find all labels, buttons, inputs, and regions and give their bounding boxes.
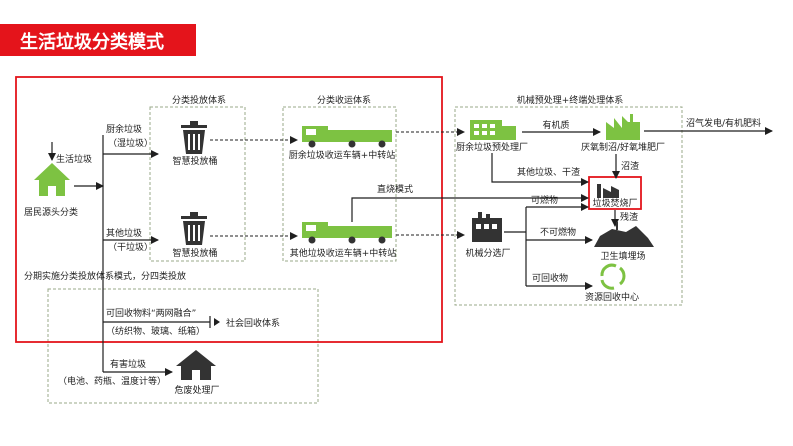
hazardous-facility-label: 危废处理厂 (174, 384, 219, 396)
source-label: 居民源头分类 (24, 206, 78, 218)
waste-label: 生活垃圾 (56, 153, 92, 165)
other-residue-label: 其他垃圾、干渣 (517, 166, 580, 178)
recycle-icon (600, 263, 626, 290)
noncombustible-label: 不可燃物 (540, 226, 576, 238)
house-icon (34, 163, 70, 196)
hazardous-facility-icon (176, 350, 216, 380)
recycling-center-label: 资源回收中心 (585, 291, 639, 303)
phase-note: 分期实施分类投放体系模式，分四类投放 (24, 270, 186, 282)
other-truck-icon (302, 222, 392, 244)
other-line1: 其他垃圾 (106, 227, 142, 239)
title-banner: 生活垃圾分类模式 (0, 24, 196, 56)
kitchen-bin-label: 智慧投放桶 (172, 155, 217, 167)
ash-label: 残渣 (620, 211, 638, 223)
pretreat-label: 厨余垃圾预处理厂 (456, 141, 528, 153)
hazardous-line1: 有害垃圾 (110, 358, 146, 370)
landfill-icon (594, 222, 654, 247)
kitchen-truck-icon (302, 126, 392, 148)
incinerator-label: 垃圾焚烧厂 (592, 197, 637, 209)
sorting-label: 机械分选厂 (465, 247, 510, 259)
sort-drop-box (149, 106, 246, 262)
sort-collect-header: 分类收运体系 (317, 94, 371, 106)
other-residue-path (491, 153, 589, 186)
mbt-box (454, 106, 683, 306)
page-title: 生活垃圾分类模式 (20, 32, 164, 53)
recyclable-label: 可回收物 (532, 272, 568, 284)
anaerobic-label: 厌氧制沼/好氧堆肥厂 (581, 141, 665, 153)
output-label: 沼气发电/有机肥料 (686, 117, 761, 129)
mbt-header: 机械预处理+终端处理体系 (517, 94, 624, 106)
hazardous-line2: （电池、药瓶、温度计等） (58, 375, 166, 387)
biogas-residue-label: 沼渣 (621, 160, 639, 172)
sorting-plant-icon (472, 212, 502, 242)
incinerator-icon (597, 184, 619, 198)
other-line2: （干垃圾） (108, 241, 153, 253)
other-truck-label: 其他垃圾收运车辆+中转站 (290, 247, 397, 259)
organic-label: 有机质 (542, 119, 569, 131)
anaerobic-plant-icon (606, 114, 640, 140)
sort-drop-header: 分类投放体系 (172, 94, 226, 106)
pilot-scope-frame (15, 76, 443, 343)
recycling-hazard-box (47, 288, 319, 404)
social-recycling-label: 社会回收体系 (226, 317, 280, 329)
kitchen-line2: （湿垃圾） (108, 137, 153, 149)
other-bin-label: 智慧投放桶 (172, 247, 217, 259)
kitchen-bin-icon (181, 121, 207, 154)
pretreat-plant-icon (470, 120, 516, 140)
recyclables-line1: 可回收物料“两网融合” (106, 307, 196, 319)
combustible-label: 可燃物 (531, 194, 558, 206)
direct-burn-path (351, 194, 589, 222)
recyclables-line2: （纺织物、玻璃、纸箱） (106, 325, 205, 337)
direct-burn-label: 直烧模式 (377, 183, 413, 195)
sort-collect-box (282, 106, 397, 262)
kitchen-truck-label: 厨余垃圾收运车辆+中转站 (289, 149, 396, 161)
recyclables-arrowhead (214, 318, 220, 326)
kitchen-line1: 厨余垃圾 (106, 123, 142, 135)
other-bin-icon (181, 212, 207, 245)
landfill-label: 卫生填埋场 (600, 250, 645, 262)
